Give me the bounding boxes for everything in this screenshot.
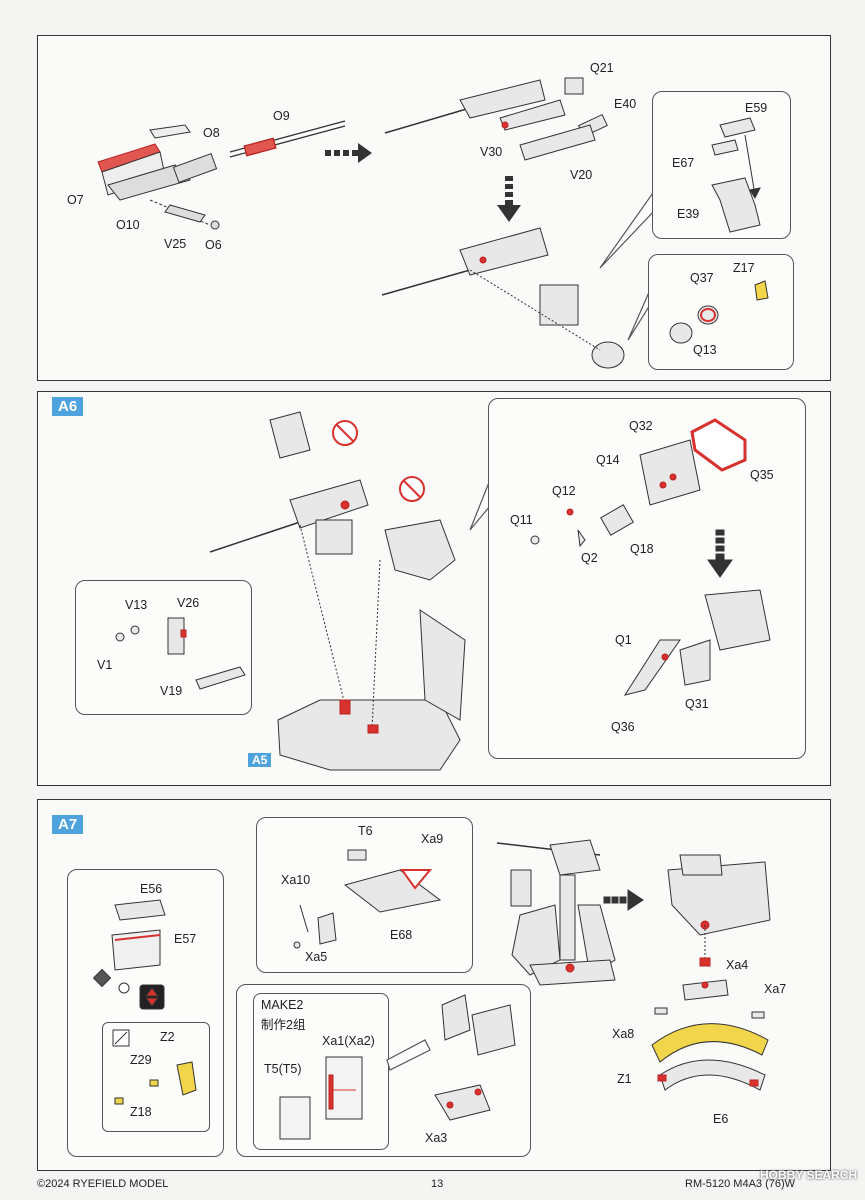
label-e6: E6: [713, 1112, 729, 1126]
part-v20: [519, 124, 596, 161]
label-make2-cn: 制作2组: [261, 1018, 306, 1032]
label-e56: E56: [140, 882, 163, 896]
label-v1: V1: [97, 658, 113, 672]
mirror-icon: [139, 984, 165, 1010]
label-o10: O10: [116, 218, 140, 232]
label-t5: T5(T5): [264, 1062, 302, 1076]
detail-box-v-parts: [75, 580, 252, 715]
part-v25: [164, 204, 206, 223]
label-q11: Q11: [510, 513, 533, 527]
part-q13-assembled: [591, 341, 625, 369]
label-xa10: Xa10: [281, 873, 311, 887]
footer-model-code: RM-5120 M4A3 (76)W: [685, 1178, 796, 1190]
label-q14: Q14: [596, 453, 620, 467]
step-badge-a5: A5: [248, 753, 272, 767]
detail-box-make2-inner: [253, 993, 389, 1150]
detail-box-q37: [648, 254, 794, 370]
footer-page-number: 13: [431, 1178, 444, 1190]
gun-assembly-top: [384, 77, 608, 161]
label-q12: Q12: [552, 484, 576, 498]
barrel-o9: [229, 120, 346, 158]
label-xa4: Xa4: [726, 958, 749, 972]
label-make2: MAKE2: [261, 998, 304, 1012]
step-badge-a7: A7: [52, 815, 84, 834]
label-e57: E57: [174, 932, 197, 946]
part-o10: [172, 153, 218, 183]
label-q32: Q32: [629, 419, 653, 433]
label-z2: Z2: [160, 1030, 175, 1044]
step-badge-a6: A6: [52, 397, 84, 416]
label-v26: V26: [177, 596, 200, 610]
label-q18: Q18: [630, 542, 654, 556]
label-xa1: Xa1(Xa2): [322, 1034, 375, 1048]
label-o8: O8: [203, 126, 220, 140]
label-e40: E40: [614, 97, 637, 111]
ammo-box-a6: [315, 519, 353, 555]
footer-copyright: ©2024 RYEFIELD MODEL: [37, 1178, 169, 1190]
label-q37: Q37: [690, 271, 714, 285]
label-v13: V13: [125, 598, 148, 612]
label-v20: V20: [570, 168, 593, 182]
flow-arrow-down: [497, 176, 521, 222]
label-q36: Q36: [611, 720, 635, 734]
label-xa9: Xa9: [421, 832, 444, 846]
footer-watermark: HOBBY SEARCH: [760, 1168, 858, 1182]
label-z17: Z17: [733, 261, 755, 275]
label-q35: Q35: [750, 468, 774, 482]
label-xa5: Xa5: [305, 950, 328, 964]
part-q35: [690, 418, 747, 472]
label-o6: O6: [205, 238, 222, 252]
label-e59: E59: [745, 101, 768, 115]
gun-assembly-mid: [381, 227, 625, 369]
label-t6: T6: [358, 824, 373, 838]
label-xa7: Xa7: [764, 982, 787, 996]
detail-box-e59: [652, 91, 791, 239]
part-o6: [210, 220, 220, 230]
label-v19: V19: [160, 684, 183, 698]
label-z18: Z18: [130, 1105, 152, 1119]
label-z1: Z1: [617, 1072, 632, 1086]
label-q13: Q13: [693, 343, 717, 357]
label-e68: E68: [390, 928, 413, 942]
label-xa8: Xa8: [612, 1027, 635, 1041]
label-z29: Z29: [130, 1053, 152, 1067]
receiver-o7: [97, 124, 191, 201]
ammo-box: [539, 284, 579, 326]
label-xa3: Xa3: [425, 1131, 448, 1145]
label-v25: V25: [164, 237, 187, 251]
label-o7: O7: [67, 193, 84, 207]
label-q2: Q2: [581, 551, 598, 565]
label-q1: Q1: [615, 633, 632, 647]
flow-arrow-right: [325, 143, 372, 163]
part-q21: [564, 77, 584, 95]
label-q21: Q21: [590, 61, 614, 75]
label-q31: Q31: [685, 697, 709, 711]
label-v30: V30: [480, 145, 503, 159]
label-o9: O9: [273, 109, 290, 123]
label-e39: E39: [677, 207, 700, 221]
label-e67: E67: [672, 156, 695, 170]
